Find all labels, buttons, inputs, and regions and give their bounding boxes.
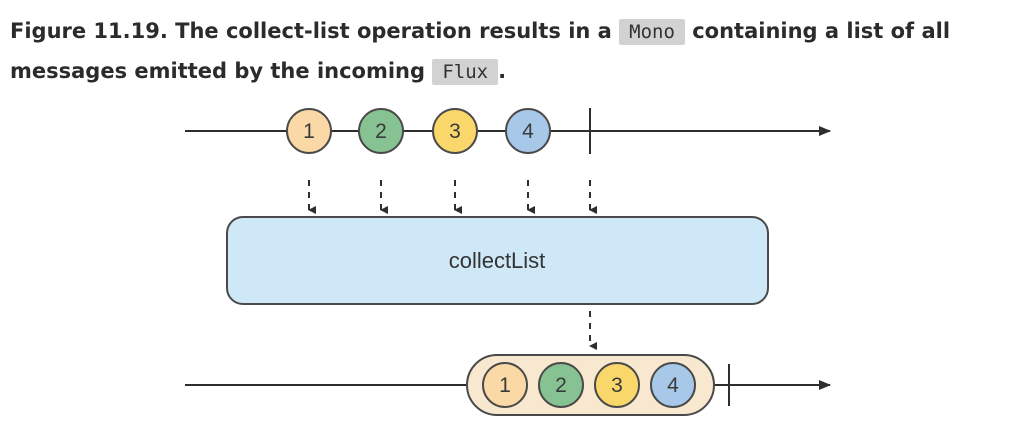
output-marble-3-label: 3 [611, 374, 623, 397]
output-marble-1-label: 1 [499, 374, 511, 397]
input-marble-1-label: 1 [303, 120, 315, 143]
input-arrows [308, 180, 597, 214]
output-marble-1: 1 [482, 362, 528, 408]
figure-caption: Figure 11.19. The collect-list operation… [10, 12, 1020, 92]
operator-box [226, 216, 769, 305]
output-marble-2-label: 2 [555, 374, 567, 397]
output-marble-4: 4 [650, 362, 696, 408]
input-marble-4-label: 4 [522, 120, 534, 143]
input-marble-3-label: 3 [449, 120, 461, 143]
input-marble-1: 1 [286, 108, 332, 154]
caption-text-1: Figure 11.19. The collect-list operation… [10, 19, 620, 43]
list-container [466, 354, 715, 416]
input-marble-2: 2 [358, 108, 404, 154]
output-marble-4-label: 4 [667, 374, 679, 397]
input-marble-4: 4 [505, 108, 551, 154]
output-marble-2: 2 [538, 362, 584, 408]
code-flux: Flux [432, 59, 499, 85]
input-marble-2-label: 2 [375, 120, 387, 143]
operator-label: collectList [449, 248, 546, 273]
code-mono: Mono [619, 19, 685, 45]
caption-text-2: containing a list of all messages emitte… [10, 19, 951, 83]
input-marble-3: 3 [432, 108, 478, 154]
output-marble-3: 3 [594, 362, 640, 408]
caption-text-3: . [498, 59, 507, 83]
